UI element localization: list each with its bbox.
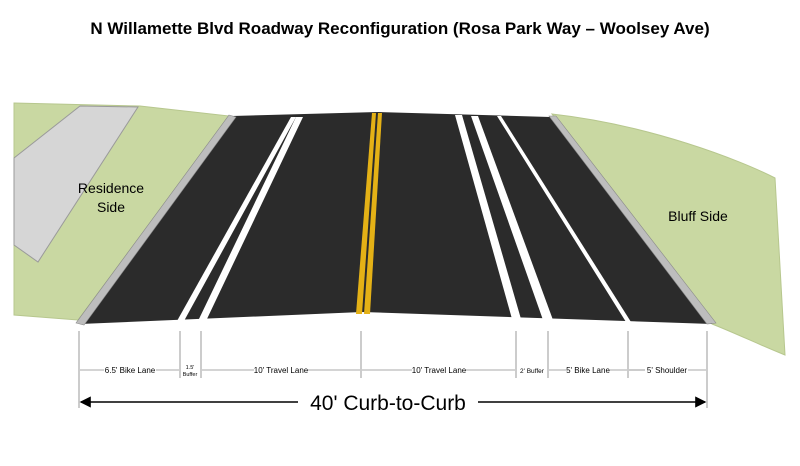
segment-shoulder: 5' Shoulder <box>647 366 688 375</box>
right-buffer-line-inner <box>455 115 521 319</box>
segment-bike-lane-right: 5' Bike Lane <box>566 366 610 375</box>
left-curb <box>75 114 237 326</box>
roadway-asphalt <box>80 112 712 324</box>
diagram-title: N Willamette Blvd Roadway Reconfiguratio… <box>90 19 709 38</box>
segment-buffer-left-width: 1.5' <box>186 365 195 371</box>
bluff-grass <box>550 113 786 356</box>
shoulder-line <box>497 116 631 322</box>
bluff-side-label: Bluff Side <box>668 208 728 224</box>
residence-side-label-line1: Residence <box>78 180 144 196</box>
residence-side-label-line2: Side <box>97 199 125 215</box>
segment-buffer-left-label: Buffer <box>183 372 198 378</box>
residence-sidewalk <box>13 105 139 263</box>
center-line-left <box>356 113 376 314</box>
center-line-right <box>364 113 382 314</box>
right-curb <box>548 115 717 325</box>
segment-travel-lane-left: 10' Travel Lane <box>254 366 309 375</box>
left-buffer-line-outer <box>177 117 296 321</box>
left-buffer-line-inner <box>198 117 303 321</box>
total-width-label: 40' Curb-to-Curb <box>310 392 466 415</box>
right-buffer-line-outer <box>471 116 553 320</box>
segment-travel-lane-right: 10' Travel Lane <box>412 366 467 375</box>
segment-bike-lane-left: 6.5' Bike Lane <box>105 366 156 375</box>
dimension-ticks <box>78 331 708 408</box>
segment-buffer-right: 2' Buffer <box>520 368 545 375</box>
